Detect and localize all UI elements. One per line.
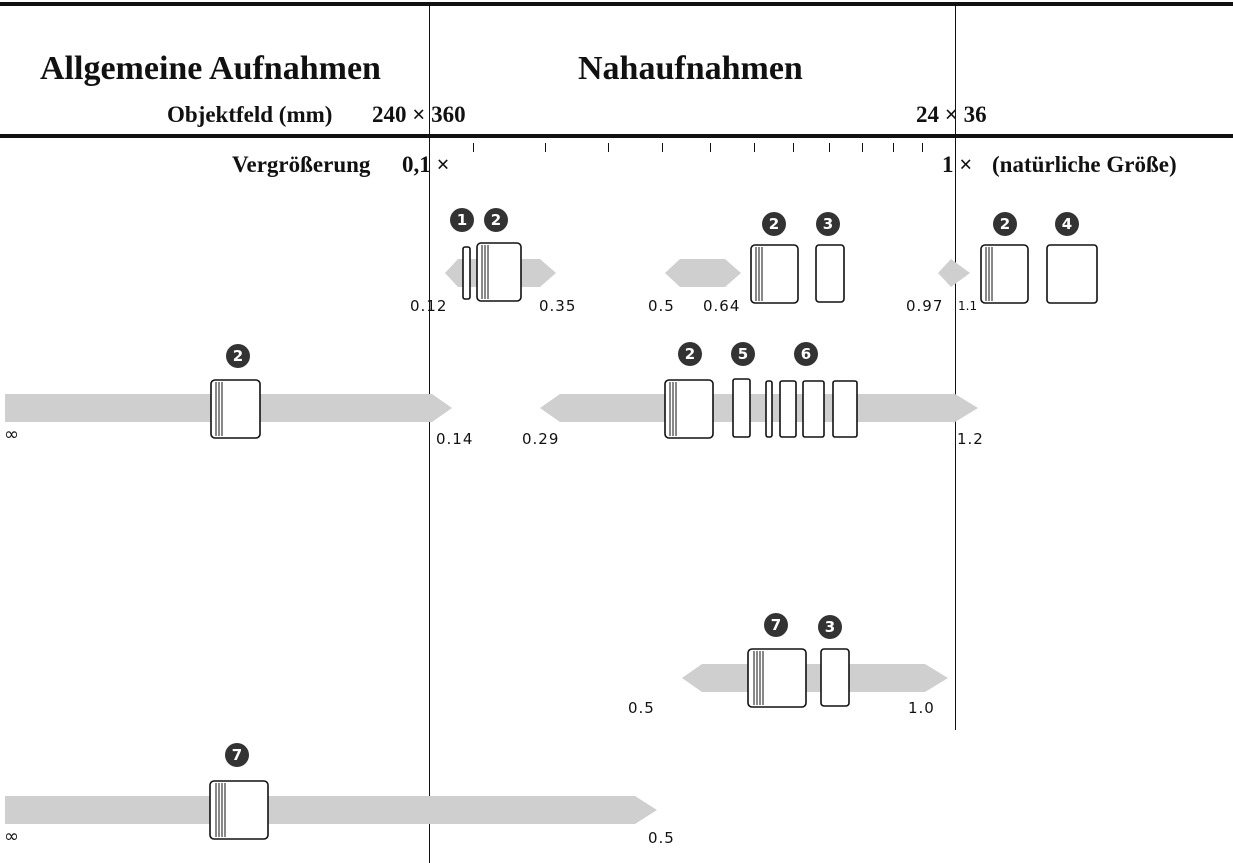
lens-body: [820, 648, 850, 707]
lens-body: [664, 379, 714, 439]
scale-tick: [545, 143, 546, 152]
distance-label: 0.5: [648, 829, 675, 847]
distance-label: 0.14: [436, 430, 474, 448]
distance-label: 0.29: [522, 430, 560, 448]
magnification-label: Vergrößerung: [232, 152, 371, 177]
divider-1x: [955, 6, 956, 730]
lens-body: [815, 244, 845, 303]
range-band: [938, 259, 970, 287]
distance-label: 1.0: [908, 699, 935, 717]
component-badge: 2: [762, 212, 786, 236]
component-badge: 7: [225, 743, 249, 767]
distance-label: 0.64: [703, 297, 741, 315]
scale-tick: [710, 143, 711, 152]
range-band: [5, 796, 657, 824]
component-badge: 3: [818, 615, 842, 639]
magnification-right: 1 ×: [942, 152, 973, 177]
scale-tick: [473, 143, 474, 152]
lens-body: [765, 380, 773, 438]
distance-label: 0.5: [628, 699, 655, 717]
lens-body: [476, 242, 522, 302]
object-field-label: Objektfeld (mm): [167, 102, 333, 127]
lens-body: [732, 378, 751, 438]
lens-body: [779, 380, 797, 438]
range-band: [682, 664, 948, 692]
object-field-right: 24 × 36: [916, 102, 987, 127]
distance-label: 1.2: [957, 430, 984, 448]
scale-tick: [608, 143, 609, 152]
component-badge: 5: [731, 342, 755, 366]
top-rule: [0, 2, 1233, 6]
distance-label: 0.5: [648, 297, 675, 315]
component-badge: 7: [764, 613, 788, 637]
component-badge: 2: [993, 212, 1017, 236]
magnification-left: 0,1 ×: [402, 152, 450, 177]
lens-body: [802, 380, 825, 438]
component-badge: 1: [450, 208, 474, 232]
general-shooting-title: Allgemeine Aufnahmen: [40, 50, 381, 87]
component-badge: 4: [1055, 212, 1079, 236]
scale-tick: [893, 143, 894, 152]
component-badge: 2: [226, 344, 250, 368]
distance-label: 0.12: [410, 297, 448, 315]
lens-body: [462, 246, 471, 300]
component-badge: 2: [484, 208, 508, 232]
lens-body: [210, 379, 261, 439]
object-field-left: 240 × 360: [372, 102, 466, 127]
component-badge: 3: [816, 212, 840, 236]
distance-label: ∞: [4, 826, 20, 847]
lens-body: [980, 244, 1029, 304]
header-rule: [0, 134, 1233, 138]
scale-tick: [829, 143, 830, 152]
scale-tick: [662, 143, 663, 152]
lens-body: [832, 380, 858, 438]
scale-tick: [793, 143, 794, 152]
lens-body: [750, 244, 799, 304]
divider-0-1x: [429, 6, 430, 863]
range-band: [665, 259, 741, 287]
range-band: [540, 394, 978, 422]
distance-label: 1.1: [958, 299, 978, 313]
magnification-right-note: (natürliche Größe): [992, 152, 1177, 177]
closeup-title: Nahaufnahmen: [578, 50, 803, 87]
scale-tick: [862, 143, 863, 152]
scale-tick: [754, 143, 755, 152]
distance-label: ∞: [4, 424, 20, 445]
lens-body: [1046, 244, 1098, 304]
component-badge: 6: [794, 342, 818, 366]
component-badge: 2: [678, 342, 702, 366]
distance-label: 0.35: [539, 297, 577, 315]
distance-label: 0.97: [906, 297, 944, 315]
scale-tick: [922, 143, 923, 152]
